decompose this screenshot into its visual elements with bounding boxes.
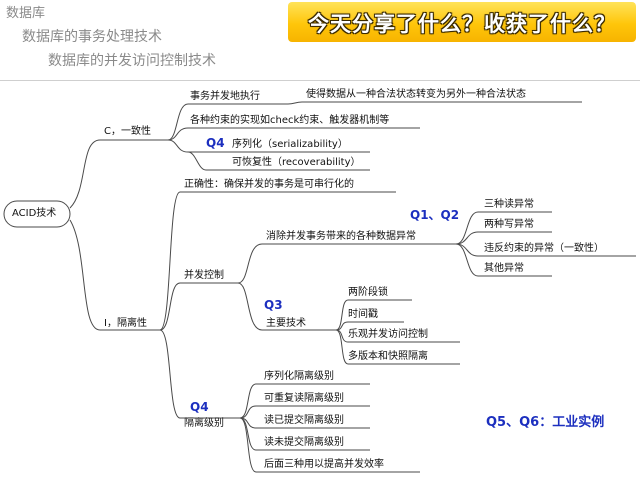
- question-tag-q1-q2: Q1、Q2: [410, 208, 460, 222]
- anomaly-other: 其他异常: [484, 263, 524, 274]
- techniques-label: 主要技术: [266, 318, 306, 329]
- technique-2pl: 两阶段锁: [348, 287, 388, 298]
- isolation-correctness: 正确性：确保并发的事务是可串行化的: [184, 179, 354, 190]
- consistency-recoverability: 可恢复性（recoverability）: [232, 157, 361, 168]
- question-tag-q4-consistency: Q4: [206, 136, 225, 150]
- anomaly-constraint: 违反约束的异常（一致性）: [484, 243, 604, 254]
- breadcrumb-transaction: 数据库的事务处理技术: [22, 29, 162, 45]
- banner-title: 今天分享了什么？收获了什么？: [308, 12, 616, 36]
- isolation-levels-label: 隔离级别: [184, 418, 224, 429]
- technique-optimistic: 乐观并发访问控制: [348, 329, 428, 340]
- question-tag-q4-isolation: Q4: [190, 400, 209, 414]
- consistency-label: C，一致性: [104, 126, 151, 137]
- level-repeatable-read: 可重复读隔离级别: [264, 393, 344, 404]
- level-read-committed: 读已提交隔离级别: [264, 415, 344, 426]
- breadcrumb-concurrency: 数据库的并发访问控制技术: [48, 53, 216, 69]
- level-serializable: 序列化隔离级别: [264, 371, 334, 382]
- level-read-uncommitted: 读未提交隔离级别: [264, 437, 344, 448]
- anomaly-write: 两种写异常: [484, 219, 534, 230]
- question-tag-q3: Q3: [264, 298, 283, 312]
- consistency-item-concurrent: 事务并发地执行: [190, 91, 260, 102]
- edge-root-i: [69, 219, 101, 331]
- technique-mvcc: 多版本和快照隔离: [348, 351, 428, 362]
- industry-examples-note: Q5、Q6：工业实例: [486, 415, 605, 430]
- anomaly-read: 三种读异常: [484, 199, 534, 210]
- consistency-item-constraints: 各种约束的实现如check约束、触发器机制等: [190, 115, 390, 126]
- header-divider: [0, 80, 640, 81]
- anomalies-label: 消除并发事务带来的各种数据异常: [266, 231, 416, 242]
- edge-root-c: [69, 139, 101, 209]
- title-banner: 今天分享了什么？收获了什么？: [288, 2, 636, 42]
- root-box: [3, 200, 71, 228]
- breadcrumb-database: 数据库: [6, 6, 46, 21]
- isolation-label: I，隔离性: [104, 318, 147, 329]
- levels-efficiency-note: 后面三种用以提高并发效率: [264, 459, 384, 470]
- concurrency-control-label: 并发控制: [184, 270, 224, 281]
- technique-timestamp: 时间戳: [348, 309, 378, 320]
- root-node-label: ACID技术: [12, 208, 57, 219]
- consistency-serializability: 序列化（serializability）: [232, 139, 348, 150]
- consistency-detail: 使得数据从一种合法状态转变为另外一种合法状态: [306, 89, 526, 100]
